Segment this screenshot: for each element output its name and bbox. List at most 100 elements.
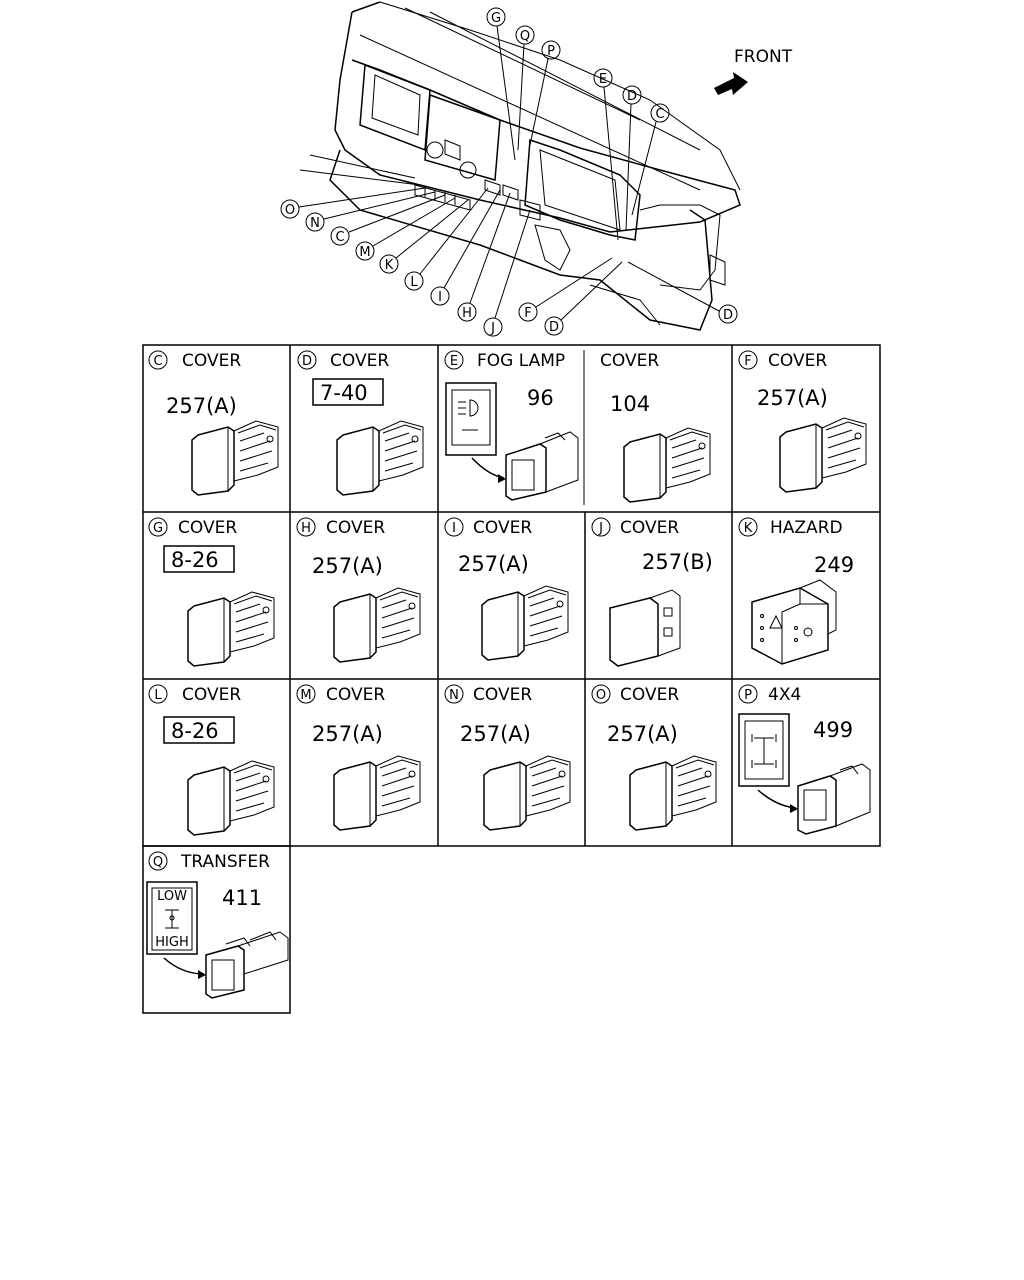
svg-text:411: 411 — [222, 886, 262, 910]
cell-n: N COVER 257(A) — [444, 684, 571, 831]
svg-text:M: M — [359, 245, 370, 260]
parts-grid — [142, 344, 881, 1014]
svg-text:COVER: COVER — [768, 351, 827, 371]
callout-k: K — [379, 199, 469, 274]
cell-f: F COVER 257(A) — [738, 350, 867, 493]
callout-g: G — [486, 7, 516, 161]
callout-h: H — [457, 192, 511, 322]
svg-text:D: D — [723, 308, 733, 323]
cell-p: P 4X4 499 — [738, 684, 871, 835]
hazard-triangle-icon — [769, 614, 783, 629]
svg-text:257(A): 257(A) — [312, 722, 383, 746]
hazard-switch — [751, 579, 837, 665]
svg-text:H: H — [301, 521, 311, 536]
cell-h: H COVER 257(A) — [296, 517, 421, 663]
svg-text:L: L — [154, 688, 162, 703]
svg-text:104: 104 — [610, 392, 650, 416]
front-label: FRONT — [734, 47, 793, 67]
svg-text:COVER: COVER — [620, 518, 679, 538]
cell-g: G COVER 8-26 — [148, 517, 275, 667]
cell-c: C COVER 257(A) — [148, 350, 279, 496]
svg-text:N: N — [310, 216, 320, 231]
high-label: HIGH — [155, 935, 188, 950]
svg-text:499: 499 — [813, 718, 853, 742]
svg-text:D: D — [302, 354, 312, 369]
svg-text:N: N — [449, 688, 459, 703]
callout-p: P — [529, 40, 561, 146]
svg-text:I: I — [438, 290, 442, 305]
cell-k: K HAZARD 249 — [738, 517, 854, 665]
svg-text:C: C — [335, 230, 344, 245]
cell-l: L COVER 8-26 — [148, 684, 275, 836]
part-number: 257(A) — [166, 394, 237, 418]
svg-text:COVER: COVER — [182, 351, 241, 371]
callout-c-left: C — [330, 194, 446, 246]
svg-text:E: E — [450, 354, 458, 369]
callout-m: M — [355, 197, 456, 261]
callout-o: O — [280, 187, 426, 219]
svg-text:Q: Q — [520, 29, 530, 44]
callout-bubbles: G Q P E D C O N C M K L I H J F D D — [280, 7, 738, 337]
cell-j: J COVER 257(B) — [591, 517, 713, 667]
callout-q: Q — [515, 25, 535, 151]
svg-text:P: P — [744, 688, 752, 703]
svg-text:H: H — [462, 306, 472, 321]
svg-text:FOG LAMP: FOG LAMP — [477, 351, 565, 371]
svg-text:COVER: COVER — [600, 351, 659, 371]
svg-text:O: O — [596, 688, 606, 703]
svg-text:4X4: 4X4 — [768, 685, 801, 705]
svg-text:C: C — [153, 354, 162, 369]
svg-text:G: G — [153, 521, 163, 536]
svg-text:M: M — [300, 688, 311, 703]
svg-text:257(A): 257(A) — [458, 552, 529, 576]
svg-text:D: D — [627, 89, 637, 104]
svg-text:E: E — [599, 72, 607, 87]
callout-f: F — [518, 257, 613, 322]
callout-d-top: D — [622, 85, 642, 231]
svg-text:P: P — [547, 44, 555, 59]
svg-text:257(A): 257(A) — [460, 722, 531, 746]
cell-cover-104: COVER 104 — [600, 351, 711, 503]
svg-text:96: 96 — [527, 386, 554, 410]
callout-n: N — [305, 191, 436, 232]
fog-lamp-icon — [458, 399, 479, 431]
svg-text:HAZARD: HAZARD — [770, 518, 843, 538]
svg-text:Q: Q — [153, 855, 163, 870]
cell-q: Q TRANSFER 411 LOW HIGH — [146, 851, 289, 999]
svg-text:8-26: 8-26 — [171, 548, 219, 572]
svg-text:G: G — [491, 11, 501, 26]
part-ref-box: 7-40 — [320, 381, 368, 405]
cell-d: D COVER 7-40 — [297, 350, 424, 496]
svg-text:8-26: 8-26 — [171, 719, 219, 743]
callout-j: J — [483, 209, 531, 337]
svg-text:COVER: COVER — [326, 685, 385, 705]
svg-text:257(B): 257(B) — [642, 550, 713, 574]
callout-l: L — [404, 187, 489, 291]
callout-d-bottom: D — [544, 261, 623, 336]
svg-text:J: J — [490, 321, 495, 336]
svg-text:257(A): 257(A) — [312, 554, 383, 578]
cell-m: M COVER 257(A) — [296, 684, 421, 831]
low-label: LOW — [157, 889, 187, 904]
svg-text:K: K — [744, 521, 753, 536]
callout-d-right: D — [627, 261, 738, 324]
svg-text:COVER: COVER — [473, 518, 532, 538]
callout-e: E — [593, 68, 619, 241]
svg-text:O: O — [285, 203, 295, 218]
svg-text:257(A): 257(A) — [607, 722, 678, 746]
svg-text:K: K — [385, 258, 394, 273]
svg-text:COVER: COVER — [326, 518, 385, 538]
svg-text:TRANSFER: TRANSFER — [180, 852, 270, 872]
4x4-drivetrain-icon — [751, 734, 777, 768]
cell-o: O COVER 257(A) — [591, 684, 717, 831]
svg-text:COVER: COVER — [182, 685, 241, 705]
svg-text:COVER: COVER — [473, 685, 532, 705]
svg-text:D: D — [549, 320, 559, 335]
svg-text:I: I — [452, 521, 456, 536]
cell-e: E FOG LAMP 96 — [444, 350, 579, 501]
svg-text:L: L — [410, 275, 418, 290]
svg-text:257(A): 257(A) — [757, 386, 828, 410]
callout-c-top: C — [631, 103, 670, 216]
svg-text:F: F — [524, 306, 531, 321]
